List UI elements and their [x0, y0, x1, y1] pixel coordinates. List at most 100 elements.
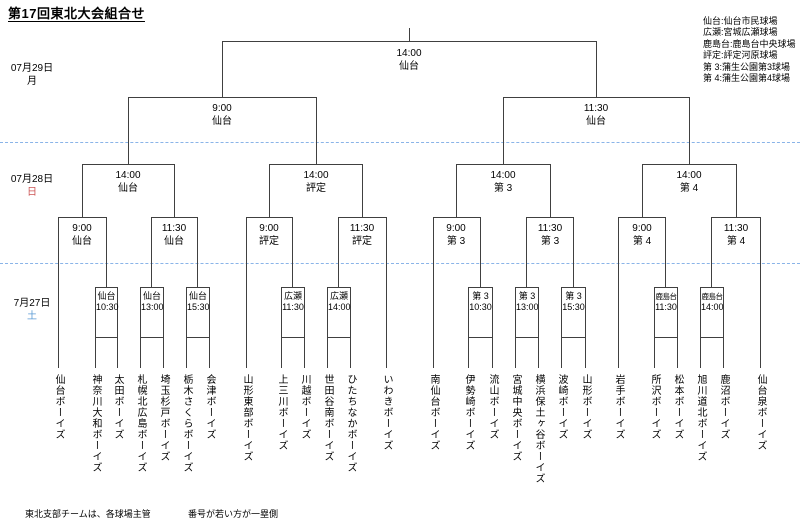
game-time: 9:00 — [632, 223, 652, 234]
game-time: 11:30 — [655, 302, 677, 312]
round1-game-box: 仙台 10:30 — [95, 287, 119, 338]
bracket-line — [596, 41, 597, 97]
round2-game-label: 9:00 仙台 — [47, 222, 117, 248]
venue-legend-line: 評定:評定河原球場 — [703, 50, 778, 61]
bracket-line — [82, 164, 175, 165]
bracket-line — [468, 337, 469, 368]
game-venue: 第 3 — [518, 291, 536, 301]
bracket-line — [456, 164, 457, 217]
game-time: 11:30 — [349, 223, 375, 234]
bracket-line — [58, 217, 107, 218]
bracket-line — [338, 217, 387, 218]
team-name: 伊勢崎ボーイズ — [463, 374, 474, 451]
game-venue: 評定 — [306, 183, 326, 194]
game-time: 15:30 — [187, 302, 210, 312]
game-venue: 仙台 — [212, 116, 232, 127]
date-label-jul29: 07月29日 月 — [4, 62, 60, 88]
game-venue: 第 3 — [472, 291, 489, 301]
team-name: 札幌北広島ボーイズ — [135, 374, 146, 473]
game-time: 14:00 — [490, 170, 516, 181]
team-name: 南仙台ボーイズ — [428, 374, 439, 451]
bracket-line — [128, 97, 317, 98]
bracket-line — [186, 337, 187, 368]
semifinal-game-label: 9:00 仙台 — [187, 102, 257, 128]
game-time: 9:00 — [72, 223, 92, 234]
game-venue: 第 4 — [726, 236, 746, 247]
team-name: 栃木さくらボーイズ — [181, 374, 192, 473]
team-name: 川越ボーイズ — [299, 374, 310, 440]
game-venue: 第 4 — [632, 236, 652, 247]
bracket-line — [736, 164, 737, 217]
team-name: 山形ボーイズ — [580, 374, 591, 440]
weekday-text: 日 — [27, 187, 37, 198]
game-time: 14:00 — [396, 48, 422, 59]
bracket-line — [409, 28, 410, 41]
team-name: 宮城中央ボーイズ — [510, 374, 521, 462]
bracket-line — [677, 337, 678, 368]
team-name: 神奈川大和ボーイズ — [90, 374, 101, 473]
bracket-line — [723, 337, 724, 368]
quarterfinal-game-label: 14:00 第 4 — [654, 169, 724, 195]
round2-game-label: 11:30 評定 — [327, 222, 397, 248]
game-time: 14:00 — [115, 170, 141, 181]
bracket-line — [163, 337, 164, 368]
game-venue: 鹿島台 — [701, 292, 724, 301]
round1-game-box: 第 3 15:30 — [561, 287, 586, 338]
game-venue: 仙台 — [188, 291, 207, 301]
game-time: 9:00 — [212, 103, 232, 114]
bracket-line — [654, 337, 655, 368]
bracket-line — [618, 217, 666, 218]
team-name: ひたちなかボーイズ — [345, 374, 356, 473]
team-name: 波崎ボーイズ — [556, 374, 567, 440]
game-time: 14:00 — [676, 170, 702, 181]
team-name: 岩手ボーイズ — [613, 374, 624, 440]
date-divider — [0, 263, 800, 264]
game-time: 11:30 — [583, 103, 609, 114]
team-name: 仙台ボーイズ — [53, 374, 64, 440]
bracket-line — [538, 337, 539, 368]
game-time: 9:00 — [446, 223, 466, 234]
game-venue: 仙台 — [142, 291, 161, 301]
venue-legend-line: 鹿島台:鹿島台中央球場 — [703, 38, 796, 49]
bracket-line — [151, 217, 198, 218]
bracket-line — [209, 337, 210, 368]
bracket-line — [433, 217, 481, 218]
bracket-line — [550, 164, 551, 217]
bracket-line — [585, 337, 586, 368]
game-venue: 評定 — [352, 236, 372, 247]
date-text: 07月28日 — [10, 174, 54, 185]
footer-note-right: 番号が若い方が一塁側 — [188, 509, 279, 519]
quarterfinal-game-label: 14:00 仙台 — [93, 169, 163, 195]
bracket-line — [700, 337, 701, 368]
bracket-line — [58, 217, 59, 368]
game-venue: 仙台 — [164, 236, 184, 247]
bracket-line — [82, 164, 83, 217]
game-time: 11:30 — [282, 302, 304, 312]
date-label-jul27: 7月27日 土 — [4, 297, 60, 323]
bracket-line — [128, 97, 129, 164]
game-venue: 広瀬 — [283, 291, 302, 301]
team-name: 横浜保土ヶ谷ボーイズ — [533, 374, 544, 484]
bracket-line — [197, 217, 198, 287]
bracket-line — [456, 164, 551, 165]
date-divider — [0, 142, 800, 143]
quarterfinal-game-label: 14:00 第 3 — [468, 169, 538, 195]
round1-game-box: 第 3 10:30 — [468, 287, 493, 338]
bracket-line — [117, 337, 118, 368]
bracket-line — [246, 217, 247, 368]
footer-note-left: 東北支部チームは、各球場主管 — [25, 509, 151, 519]
game-time: 9:00 — [259, 223, 279, 234]
game-venue: 第 3 — [493, 183, 513, 194]
bracket-line — [618, 217, 619, 368]
round2-game-label: 11:30 第 3 — [515, 222, 585, 248]
round1-game-box: 広瀬 11:30 — [281, 287, 305, 338]
venue-legend-line: 第 3:蒲生公園第3球場 — [703, 61, 791, 72]
bracket-line — [561, 337, 562, 368]
bracket-line — [174, 164, 175, 217]
team-name: 世田谷南ボーイズ — [322, 374, 333, 462]
semifinal-game-label: 11:30 仙台 — [561, 102, 631, 128]
team-name: 流山ボーイズ — [487, 374, 498, 440]
team-name: 鹿沼ボーイズ — [718, 374, 729, 440]
team-name: 所沢ボーイズ — [649, 374, 660, 440]
